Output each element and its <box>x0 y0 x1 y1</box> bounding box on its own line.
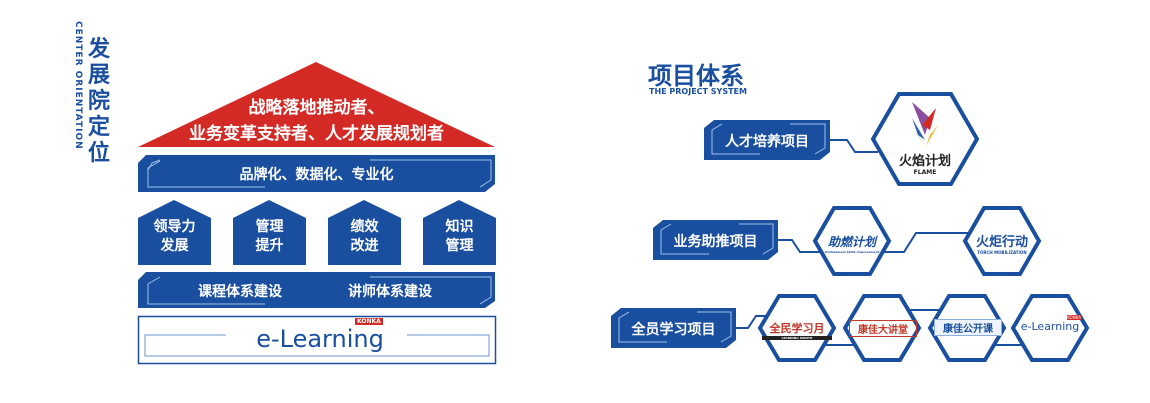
pillar-line: 管理 <box>445 238 474 254</box>
logo-name: 全民学习月 <box>769 322 825 335</box>
hex-frame <box>812 206 892 276</box>
hex-frame <box>842 294 922 362</box>
logo-konka-lecture: 康佳大讲堂 <box>849 320 917 337</box>
pillar-shape <box>138 200 211 265</box>
pillar-shape <box>233 200 306 265</box>
pillar-shape <box>328 200 401 265</box>
pillar-management: 管理提升 <box>233 218 306 256</box>
pillar-shape <box>423 200 496 265</box>
pillar-line: 知识 <box>445 219 474 235</box>
pillar-knowledge: 知识管理 <box>423 218 496 256</box>
logo-name: 火焰计划 <box>898 154 951 169</box>
roof-line-1: 战略落地推动者、 <box>248 98 385 118</box>
band-bottom <box>138 272 495 308</box>
logo-sub: FLAME <box>913 169 937 176</box>
label-shape <box>704 120 830 160</box>
pillar-line: 提升 <box>255 238 284 254</box>
hex-frame <box>870 92 980 186</box>
pillar-line: 改进 <box>350 238 379 254</box>
hex-frame <box>1010 294 1090 362</box>
logo-sub: Professional Skills Improvement <box>824 250 880 254</box>
roof-line-2: 业务变革支持者、人才发展规划者 <box>189 124 444 144</box>
row-label-talent: 人才培养项目 <box>725 134 809 150</box>
section-subtitle-left: CENTER ORIENTATION <box>73 21 83 150</box>
logo-sub: KONKA <box>1067 315 1081 320</box>
band-lecturer-system: 讲师体系建设 <box>348 284 432 300</box>
flame-logo-icon <box>912 102 938 146</box>
logo-name: 火炬行动 <box>975 235 1028 250</box>
logo-sub: TORCH MOBILIZATION <box>977 250 1027 255</box>
logo-name: e-Learning <box>1020 320 1080 333</box>
hex-frame <box>962 206 1042 276</box>
logo-sub: LEARNING MONTH <box>762 336 832 340</box>
hex-frame <box>757 294 837 362</box>
label-shape <box>611 308 736 348</box>
band-course-system: 课程体系建设 <box>198 284 282 300</box>
pillar-line: 绩效 <box>350 219 379 235</box>
pillar-leadership: 领导力发展 <box>138 218 211 256</box>
row-label-business: 业务助推项目 <box>673 234 758 250</box>
band-top <box>138 155 495 192</box>
section-title-right: 项目体系 <box>648 62 744 90</box>
elearning-logo: e-Learning <box>256 325 384 353</box>
konka-badge: KONKA <box>355 318 383 325</box>
pillar-line: 发展 <box>160 238 189 254</box>
section-title-left: 发展院定位 <box>88 37 111 166</box>
pillar-line: 领导力 <box>153 219 196 235</box>
logo-konka-open-class: 康佳公开课 <box>934 319 1002 336</box>
pillar-line: 管理 <box>255 219 284 235</box>
label-shape <box>653 220 778 260</box>
band-top-text: 品牌化、数据化、专业化 <box>239 167 394 183</box>
row-label-all-staff: 全员学习项目 <box>631 322 716 338</box>
pillar-performance: 绩效改进 <box>328 218 401 256</box>
section-subtitle-right: THE PROJECT SYSTEM <box>649 87 747 96</box>
logo-name: 助燃计划 <box>827 235 876 249</box>
roof <box>138 62 495 147</box>
